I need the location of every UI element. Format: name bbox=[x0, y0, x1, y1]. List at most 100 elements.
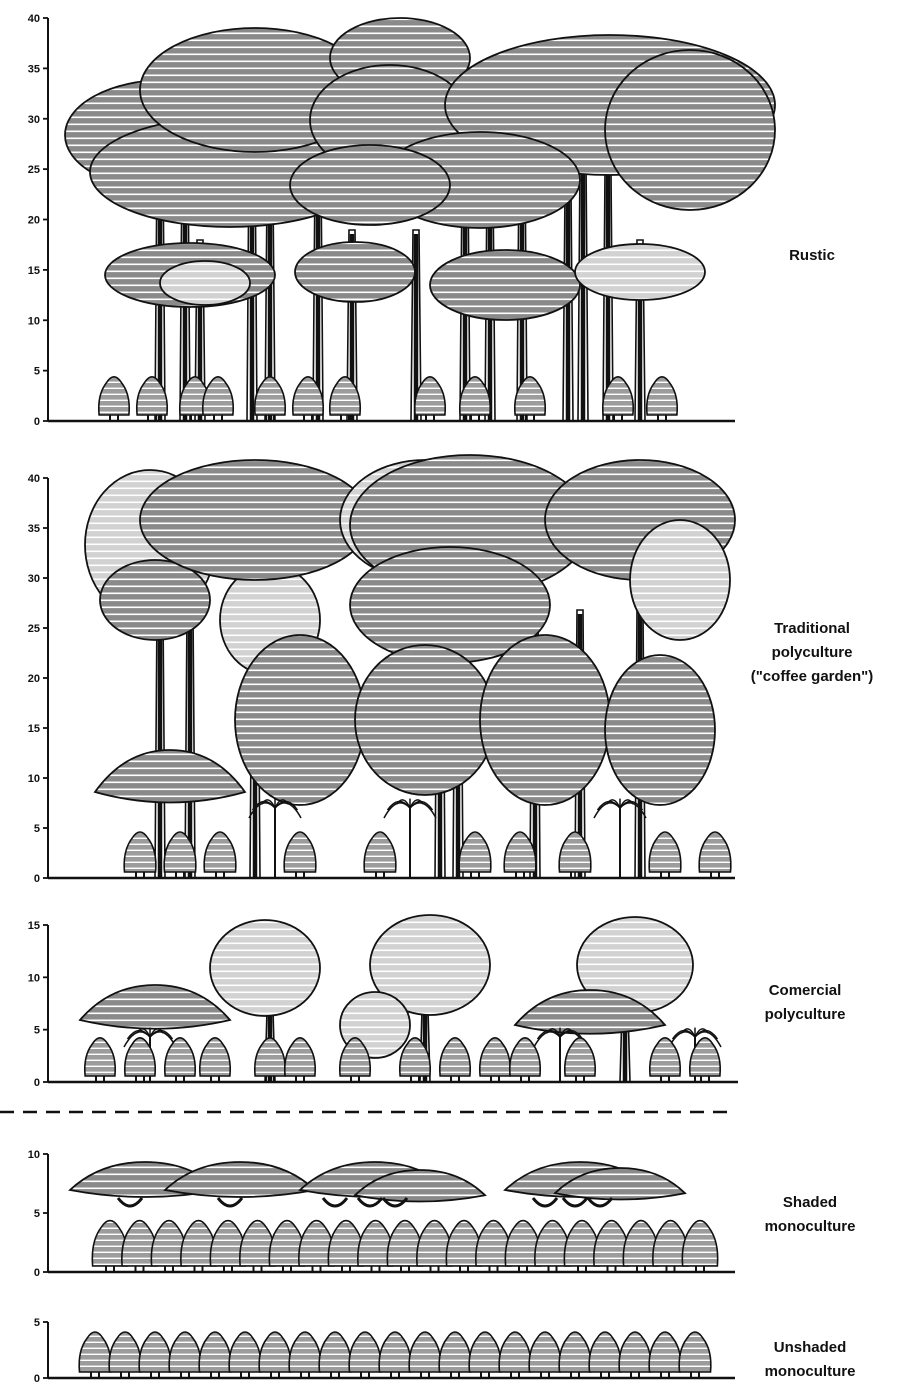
coffee-bush bbox=[124, 832, 156, 872]
branch-fork bbox=[118, 1198, 142, 1206]
coffee-bush bbox=[559, 832, 591, 872]
y-tick-label: 15 bbox=[28, 920, 40, 932]
coffee-bush bbox=[199, 1332, 231, 1372]
y-tick-label: 0 bbox=[34, 873, 40, 885]
coffee-bush bbox=[169, 1332, 201, 1372]
palm-frond bbox=[534, 1032, 560, 1047]
coffee-bush bbox=[285, 1038, 315, 1076]
canopy-flat bbox=[95, 750, 245, 803]
coffee-bush bbox=[649, 1332, 681, 1372]
panel-label-unshaded-monoculture: Unshaded monoculture bbox=[765, 1339, 856, 1380]
svg-text:Unshaded: Unshaded bbox=[774, 1339, 847, 1356]
y-tick-label: 10 bbox=[28, 1149, 40, 1161]
canopy-light bbox=[630, 520, 730, 640]
coffee-bush bbox=[289, 1332, 321, 1372]
y-tick-label: 0 bbox=[34, 1373, 40, 1385]
y-tick-label: 15 bbox=[28, 723, 40, 735]
y-tick-label: 5 bbox=[34, 1025, 40, 1037]
svg-text:Shaded: Shaded bbox=[783, 1194, 837, 1211]
canopy-dark bbox=[355, 645, 495, 795]
palm-frond bbox=[594, 803, 620, 818]
panel-label-rustic: Rustic bbox=[789, 247, 835, 264]
canopy-dark bbox=[295, 242, 415, 302]
coffee-bush bbox=[109, 1332, 141, 1372]
y-tick-label: 25 bbox=[28, 164, 40, 176]
canopy-dark bbox=[235, 635, 365, 805]
panel-unshaded-monoculture bbox=[79, 1332, 711, 1378]
coffee-bush bbox=[439, 1332, 471, 1372]
canopy-light bbox=[575, 244, 705, 300]
coffee-bush bbox=[379, 1332, 411, 1372]
coffee-bush bbox=[79, 1332, 111, 1372]
canopy-dark bbox=[605, 655, 715, 805]
palm-frond bbox=[410, 803, 436, 818]
coffee-bush bbox=[589, 1332, 621, 1372]
y-tick-label: 40 bbox=[28, 13, 40, 25]
y-tick-label: 0 bbox=[34, 416, 40, 428]
coffee-bush bbox=[647, 377, 677, 415]
y-tick-label: 20 bbox=[28, 673, 40, 685]
coffee-bush bbox=[699, 832, 731, 872]
y-tick-label: 40 bbox=[28, 473, 40, 485]
svg-text:Rustic: Rustic bbox=[789, 247, 835, 264]
canopy-flat bbox=[165, 1162, 315, 1197]
svg-text:Comercial: Comercial bbox=[769, 982, 842, 999]
canopy-dark bbox=[430, 250, 580, 320]
canopy-dark bbox=[480, 635, 610, 805]
coffee-bush bbox=[459, 832, 491, 872]
coffee-bush bbox=[440, 1038, 470, 1076]
y-tick-label: 30 bbox=[28, 573, 40, 585]
coffee-bush bbox=[619, 1332, 651, 1372]
coffee-bush bbox=[319, 1332, 351, 1372]
svg-text:Traditional: Traditional bbox=[774, 620, 850, 637]
coffee-bush bbox=[85, 1038, 115, 1076]
coffee-bush bbox=[259, 1332, 291, 1372]
panel-rustic bbox=[65, 18, 775, 421]
coffee-bush bbox=[165, 1038, 195, 1076]
coffee-bush bbox=[480, 1038, 510, 1076]
branch-fork bbox=[323, 1198, 347, 1206]
coffee-bush bbox=[200, 1038, 230, 1076]
coffee-bush bbox=[649, 832, 681, 872]
canopy-light bbox=[210, 920, 320, 1016]
y-tick-label: 0 bbox=[34, 1077, 40, 1089]
y-tick-label: 5 bbox=[34, 1208, 40, 1220]
y-tick-label: 35 bbox=[28, 63, 40, 75]
coffee-bush bbox=[679, 1332, 711, 1372]
canopy-light bbox=[160, 261, 250, 305]
coffee-bush bbox=[650, 1038, 680, 1076]
coffee-bush bbox=[529, 1332, 561, 1372]
panel-traditional-polyculture bbox=[85, 455, 735, 878]
branch-fork bbox=[563, 1198, 587, 1206]
coffee-bush bbox=[559, 1332, 591, 1372]
branch-fork bbox=[533, 1198, 557, 1206]
canopy-dark bbox=[140, 460, 370, 580]
coffee-bush bbox=[284, 832, 316, 872]
coffee-bush bbox=[349, 1332, 381, 1372]
y-tick-label: 10 bbox=[28, 972, 40, 984]
coffee-bush bbox=[139, 1332, 171, 1372]
branch-fork bbox=[218, 1198, 242, 1206]
y-tick-label: 0 bbox=[34, 1267, 40, 1279]
panel-label-traditional-polyculture: Traditional polyculture ("coffee garden"… bbox=[751, 620, 874, 685]
y-tick-label: 25 bbox=[28, 623, 40, 635]
palm-frond bbox=[384, 803, 410, 818]
svg-text:polyculture: polyculture bbox=[765, 1006, 846, 1023]
coffee-bush bbox=[255, 1038, 285, 1076]
panel-shaded-monoculture bbox=[70, 1162, 718, 1272]
svg-text:polyculture: polyculture bbox=[772, 644, 853, 661]
panel-commercial-polyculture bbox=[80, 915, 721, 1082]
canopy-dark bbox=[605, 50, 775, 210]
y-tick-label: 10 bbox=[28, 315, 40, 327]
coffee-bush bbox=[203, 377, 233, 415]
coffee-bush bbox=[364, 832, 396, 872]
canopy-dark bbox=[290, 145, 450, 225]
svg-text:("coffee garden"): ("coffee garden") bbox=[751, 668, 874, 685]
coffee-bush bbox=[499, 1332, 531, 1372]
panel-label-commercial-polyculture: Comercial polyculture bbox=[765, 982, 846, 1023]
coffee-bush bbox=[204, 832, 236, 872]
coffee-bush bbox=[565, 1038, 595, 1076]
panel-label-shaded-monoculture: Shaded monoculture bbox=[765, 1194, 856, 1235]
y-tick-label: 30 bbox=[28, 114, 40, 126]
